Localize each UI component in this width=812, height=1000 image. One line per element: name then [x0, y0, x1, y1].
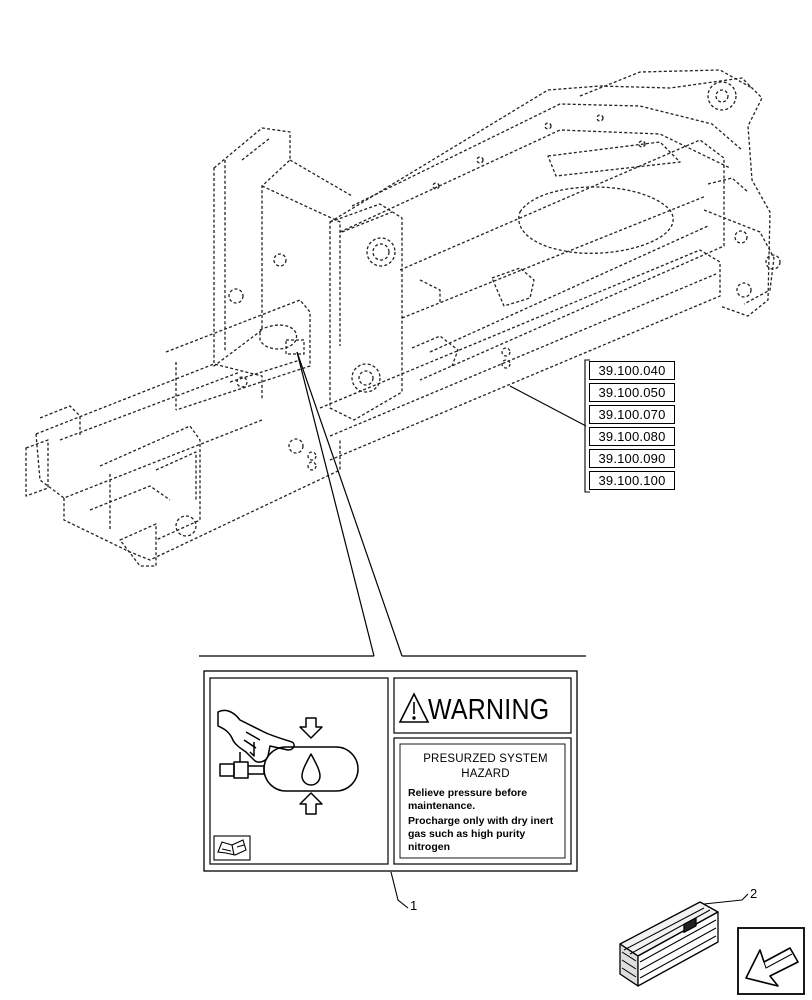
hazard-text-panel — [393, 737, 572, 865]
hazard-instruction-3: Procharge only with dry inert — [408, 815, 554, 827]
warning-decal — [203, 670, 578, 909]
arrow-front-left-icon — [737, 927, 805, 995]
hazard-instruction-1: Relieve pressure before — [408, 787, 528, 799]
reference-code-6[interactable]: 39.100.100 — [589, 471, 675, 490]
chassis-frame — [25, 69, 781, 567]
reference-leader — [509, 359, 590, 493]
pictogram-panel — [209, 677, 389, 865]
hazard-title-line2: HAZARD — [461, 768, 510, 780]
hazard-instruction-5: nitrogen — [408, 841, 450, 853]
decal-location-marker — [285, 339, 305, 355]
reference-code-5[interactable]: 39.100.090 — [589, 449, 675, 468]
hazard-instruction-2: maintenance. — [408, 800, 476, 812]
reference-code-2[interactable]: 39.100.050 — [589, 383, 675, 402]
hazard-instruction-4: gas such as high purity — [408, 828, 526, 840]
callout-2[interactable]: 2 — [750, 886, 758, 901]
hand-accumulator-pressure-icon — [217, 709, 359, 815]
reference-code-3[interactable]: 39.100.070 — [589, 405, 675, 424]
reference-code-1[interactable]: 39.100.040 — [589, 361, 675, 380]
warning-triangle-icon — [398, 692, 430, 723]
warning-header-panel — [393, 677, 572, 734]
callout-1[interactable]: 1 — [410, 898, 418, 913]
hazard-title-line1: PRESURZED SYSTEM — [423, 753, 548, 765]
crate-icon — [619, 893, 749, 987]
open-book-icon — [213, 835, 251, 861]
decal-leader-lines — [199, 351, 586, 657]
warning-word: WARNING — [428, 694, 550, 726]
reference-code-4[interactable]: 39.100.080 — [589, 427, 675, 446]
